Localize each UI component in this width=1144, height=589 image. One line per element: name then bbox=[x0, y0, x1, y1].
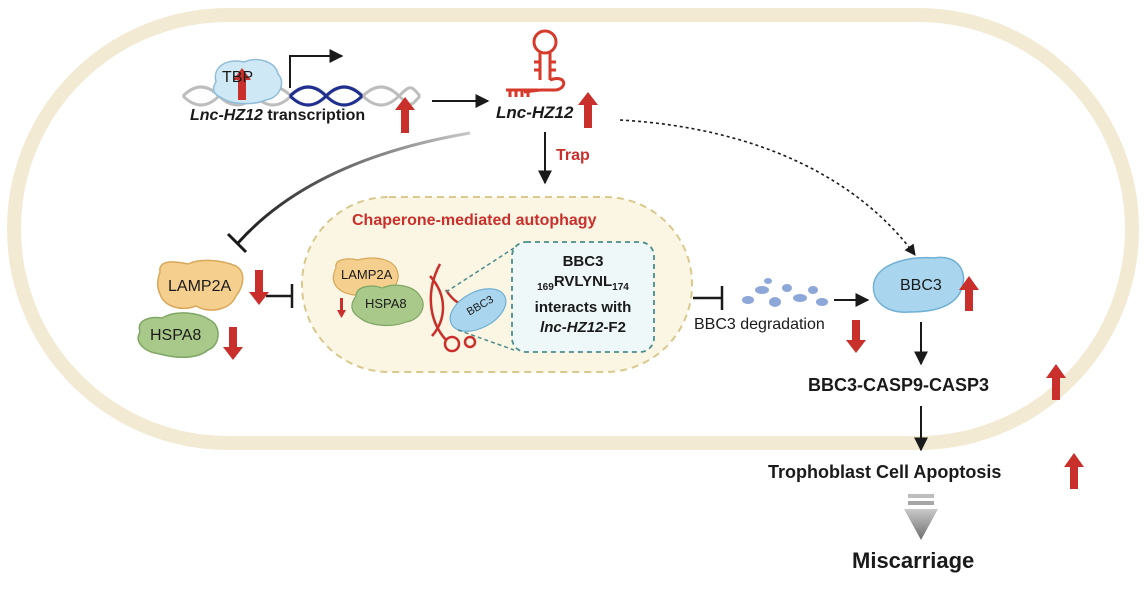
cma-title: Chaperone-mediated autophagy bbox=[352, 212, 597, 229]
up-arrow-icon bbox=[233, 68, 251, 100]
trap-label: Trap bbox=[556, 147, 590, 164]
inner-lamp2a-label: LAMP2A bbox=[341, 267, 393, 282]
gray-down-arrow-icon bbox=[904, 494, 938, 540]
down-arrow-icon bbox=[337, 298, 346, 318]
inner-hspa8-shape bbox=[351, 284, 424, 327]
box-sub-start: 169 bbox=[537, 282, 554, 293]
lnc-hz12-label: Lnc-HZ12 bbox=[496, 103, 574, 122]
tbp-label: TBP bbox=[222, 69, 254, 86]
inner-hspa8-label: HSPA8 bbox=[365, 296, 407, 311]
box-line-4: lnc-HZ12-F2 bbox=[514, 318, 652, 338]
bbc3-label: BBC3 bbox=[900, 277, 942, 294]
miscarriage-label: Miscarriage bbox=[852, 548, 975, 573]
box-gene-suffix: -F2 bbox=[603, 319, 626, 336]
down-arrow-icon bbox=[223, 327, 243, 360]
lamp2a-protein-shape bbox=[156, 259, 244, 311]
box-line-3: interacts with bbox=[534, 299, 632, 316]
hspa8-label: HSPA8 bbox=[150, 327, 202, 344]
box-gene-name: lnc-HZ12 bbox=[540, 319, 604, 336]
transcription-label: Lnc-HZ12 transcription bbox=[190, 107, 365, 125]
transcription-suffix: transcription bbox=[262, 107, 366, 124]
callout-line bbox=[457, 329, 515, 351]
hspa8-protein-shape bbox=[137, 312, 219, 358]
transcription-start-arrow bbox=[289, 49, 344, 88]
inner-lamp2a-shape bbox=[332, 257, 399, 297]
interaction-box-text: BBC3 169RVLYNL174 interacts with lnc-HZ1… bbox=[514, 252, 652, 338]
pathway-label: BBC3-CASP9-CASP3 bbox=[808, 375, 990, 395]
up-arrow-icon bbox=[1046, 364, 1066, 400]
box-motif: RVLYNL bbox=[553, 273, 613, 290]
up-arrow-icon bbox=[578, 92, 598, 128]
inhibition-bar-icon bbox=[226, 131, 471, 254]
inhibition-bar-icon bbox=[266, 284, 294, 308]
down-arrow-icon bbox=[249, 270, 269, 305]
transcription-gene-name: Lnc-HZ12 bbox=[190, 107, 263, 124]
lamp2a-label: LAMP2A bbox=[168, 278, 232, 295]
rna-hairpin-icon bbox=[506, 29, 566, 97]
box-line-2: 169RVLYNL174 bbox=[514, 272, 652, 298]
up-arrow-icon bbox=[395, 97, 415, 133]
bbc3-fragments-icon bbox=[742, 278, 828, 307]
inhibition-bar-icon bbox=[693, 286, 724, 310]
inner-bbc3-shape bbox=[449, 288, 507, 332]
box-sub-end: 174 bbox=[612, 282, 629, 293]
up-arrow-icon bbox=[959, 276, 979, 311]
tbp-protein-shape bbox=[212, 58, 283, 105]
box-line-1: BBC3 bbox=[562, 253, 604, 270]
up-arrow-icon bbox=[1064, 453, 1084, 489]
apoptosis-label: Trophoblast Cell Apoptosis bbox=[768, 462, 1002, 482]
interaction-box bbox=[511, 241, 655, 353]
down-arrow-icon bbox=[846, 320, 866, 353]
cell-membrane bbox=[7, 8, 1139, 450]
degradation-label: BBC3 degradation bbox=[694, 316, 825, 333]
